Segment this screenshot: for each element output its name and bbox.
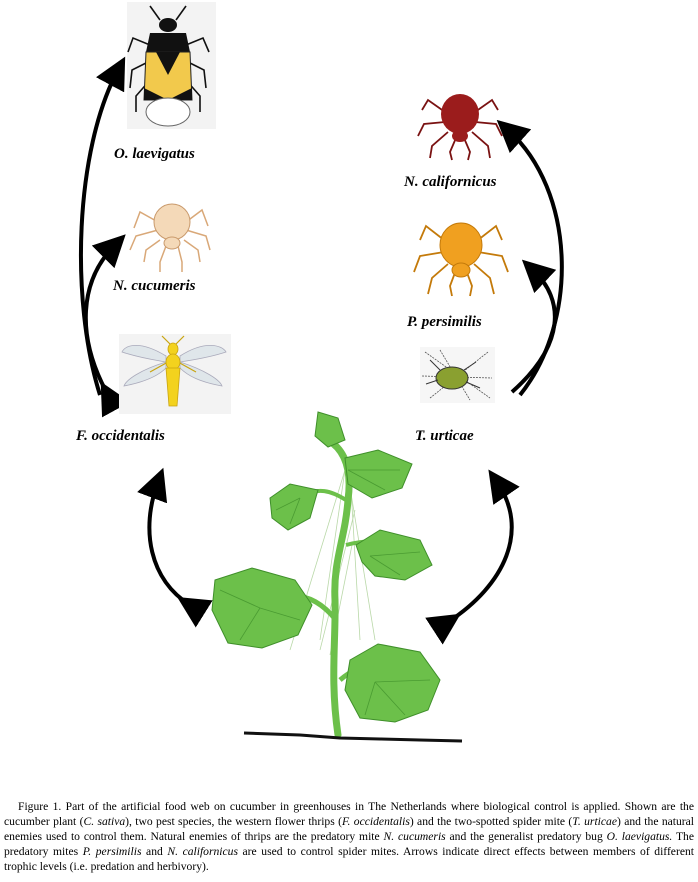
o-laevigatus-image [127, 2, 216, 129]
label-n-cucumeris: N. cucumeris [113, 278, 196, 294]
label-o-laevigatus: O. laevigatus [114, 146, 195, 162]
label-p-persimilis: P. persimilis [407, 314, 482, 330]
n-cucumeris-image [129, 203, 211, 272]
caption-text: Figure 1. Part of the artificial food we… [4, 800, 694, 828]
caption-text: and the generalist predatory bug [445, 830, 607, 843]
caption-text: ) and the two-spotted spider mite ( [409, 815, 573, 828]
arrow-spidermite-plant [425, 469, 520, 645]
caption-text: The predatory mites [4, 830, 694, 858]
caption-italic: T. urticae [572, 815, 617, 828]
arrow-spidermite-to-n-californicus [496, 119, 564, 397]
caption-text: are used to control spider mites. Arrows… [4, 845, 694, 873]
arrow-spidermite-to-p-persimilis [510, 259, 557, 394]
caption-text: and [141, 845, 168, 858]
arrow-thrips-plant [137, 467, 213, 628]
p-persimilis-image [413, 222, 509, 297]
arrow-thrips-to-n-cucumeris [83, 234, 131, 418]
label-t-urticae: T. urticae [415, 428, 474, 444]
caption-italic: N. cucumeris [383, 830, 446, 843]
caption-italic: P. persimilis [82, 845, 142, 858]
food-web-diagram [78, 2, 564, 743]
caption-italic: N. californicus [167, 845, 238, 858]
n-californicus-image [417, 94, 503, 161]
label-f-occidentalis: F. occidentalis [76, 428, 165, 444]
caption-italic: C. sativa [83, 815, 126, 828]
arrow-thrips-to-o-laevigatus [78, 56, 126, 396]
caption-italic: F. occidentalis [341, 815, 410, 828]
caption-text: ), two pest species, the western flower … [125, 815, 342, 828]
caption-italic: O. laevigatus. [606, 830, 673, 843]
label-n-californicus: N. californicus [404, 174, 497, 190]
figure-caption: Figure 1. Part of the artificial food we… [4, 799, 694, 874]
cucumber-plant [211, 411, 463, 743]
caption-text: ) and the natural enemies used to contro… [4, 815, 695, 843]
f-occidentalis-image [119, 334, 231, 414]
t-urticae-image [420, 347, 495, 403]
